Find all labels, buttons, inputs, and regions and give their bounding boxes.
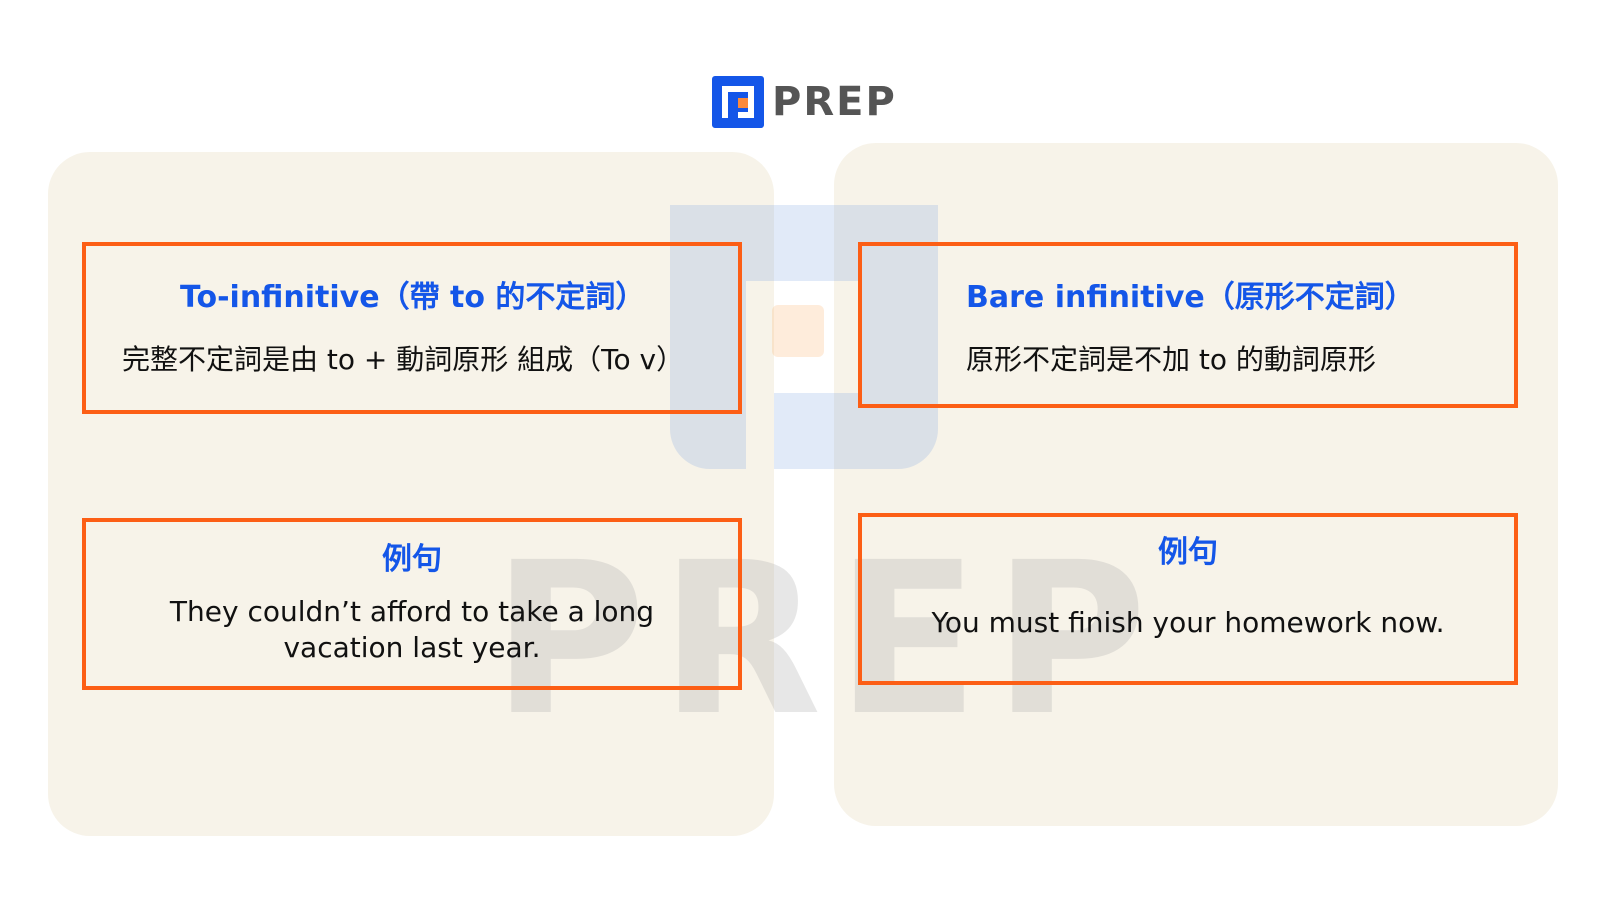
panel-to-infinitive (48, 152, 774, 836)
prep-logo: PREP (712, 76, 897, 128)
prep-logo-icon (712, 76, 764, 128)
to-infinitive-definition-box: To-infinitive（帶 to 的不定詞） 完整不定詞是由 to + 動詞… (82, 242, 742, 414)
prep-watermark-text: PREP (492, 517, 1161, 762)
bare-infinitive-example-sentence: You must finish your homework now. (931, 606, 1445, 639)
panel-bare-infinitive (834, 143, 1558, 826)
to-infinitive-example-sentence: They couldn’t afford to take a long vaca… (169, 595, 655, 664)
prep-watermark-icon (670, 205, 938, 469)
to-infinitive-example-title: 例句 (382, 542, 442, 577)
bare-infinitive-example-box: 例句 You must finish your homework now. (858, 513, 1518, 685)
to-infinitive-example-box: 例句 They couldn’t afford to take a long v… (82, 518, 742, 690)
to-infinitive-title: To-infinitive（帶 to 的不定詞） (180, 280, 646, 315)
bare-infinitive-definition-box: Bare infinitive（原形不定詞） 原形不定詞是不加 to 的動詞原形 (858, 242, 1518, 408)
bare-infinitive-example-title: 例句 (1158, 535, 1218, 570)
prep-logo-text: PREP (772, 79, 897, 125)
bare-infinitive-definition: 原形不定詞是不加 to 的動詞原形 (966, 343, 1376, 376)
to-infinitive-definition: 完整不定詞是由 to + 動詞原形 組成（To v） (122, 343, 685, 376)
bare-infinitive-title: Bare infinitive（原形不定詞） (966, 280, 1415, 315)
